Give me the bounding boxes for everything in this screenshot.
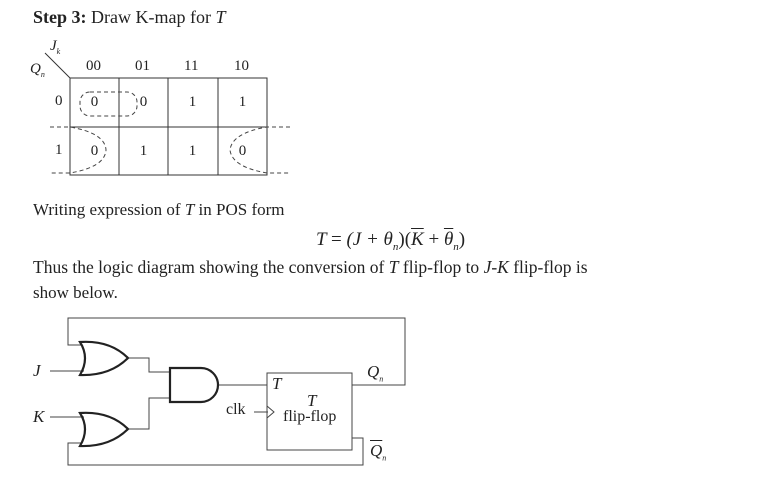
kmap-groups: [50, 91, 290, 174]
col-header: 10: [234, 58, 249, 74]
clk-triangle: [266, 405, 275, 419]
thus-line: Thus the logic diagram showing the conve…: [33, 257, 588, 277]
clk-label: clk: [226, 401, 246, 418]
input-j-label: J: [33, 361, 41, 380]
row-header: 1: [55, 142, 63, 158]
step-label: Step 3:: [33, 7, 87, 27]
or-gate-1: [78, 340, 130, 377]
step-text: Draw K-map for: [91, 7, 211, 27]
kmap-cell: 1: [188, 142, 197, 159]
step-heading: Step 3: Draw K-map for T: [33, 7, 225, 28]
kmap-cell: 0: [238, 142, 247, 159]
col-var: Jk: [50, 38, 61, 56]
qnbar-feedback-wire: [67, 437, 364, 466]
group-wrap-right: [229, 126, 290, 174]
or1-to-and-wire: [128, 357, 170, 373]
group-wrap-left: [50, 126, 107, 174]
t-flip-flop-box: [266, 372, 353, 451]
t-pin-label: T: [272, 374, 282, 393]
col-header: 01: [135, 58, 150, 74]
and-gate: [168, 366, 220, 404]
col-header: 00: [86, 58, 101, 74]
kmap-cell: 1: [238, 93, 247, 110]
or2-to-and-wire: [128, 397, 170, 430]
writing-line: Writing expression of T in POS form: [33, 200, 285, 219]
kmap-cell: 1: [139, 142, 148, 159]
kmap-cell: 0: [139, 93, 148, 110]
row-header: 0: [55, 93, 63, 109]
col-header: 11: [184, 58, 199, 74]
step-var: T: [215, 7, 226, 27]
kmap-cell: 0: [90, 93, 99, 110]
kmap-cell: 1: [188, 93, 197, 110]
or-gate-2: [78, 411, 130, 448]
input-k-label: K: [33, 407, 45, 426]
group-row0: [79, 91, 138, 117]
row-var: Qn: [30, 61, 45, 79]
show-below: show below.: [33, 283, 118, 302]
ff-title: T: [307, 391, 317, 410]
kmap-cell: 0: [90, 142, 99, 159]
qn-feedback-wire: [67, 317, 406, 386]
qn-bar-label: Qn: [370, 441, 387, 463]
equation: T = (J + θn)(K + θn): [316, 229, 466, 253]
qn-label: Qn: [367, 362, 384, 384]
ff-subtitle: flip-flop: [283, 408, 337, 425]
